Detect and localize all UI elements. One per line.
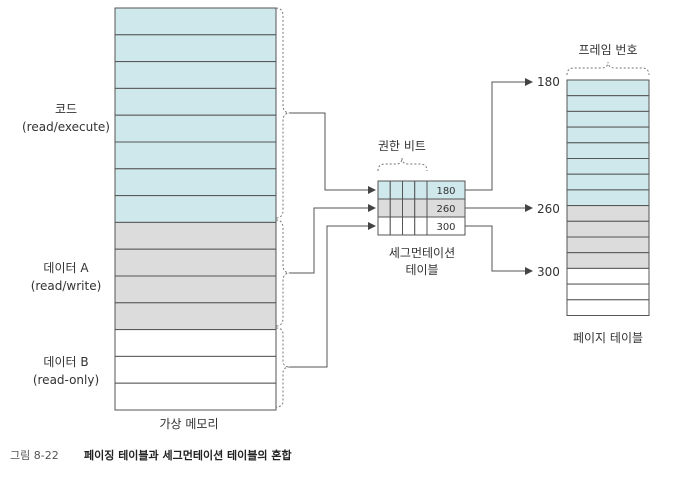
page-table-row-g1-2: [566, 236, 650, 254]
permission-bit-cell: [402, 216, 416, 236]
vm-block-seg1-2: [114, 275, 277, 304]
vm-block-seg0-5: [114, 141, 277, 170]
permission-bits-brace: [377, 157, 428, 172]
vm-block-seg2-0: [114, 329, 277, 357]
permission-bit-cell: [377, 180, 391, 200]
data-b-brace: [275, 327, 291, 408]
vm-block-seg1-0: [114, 221, 277, 250]
vm-block-seg1-3: [114, 302, 277, 331]
frame-marker-300: 300: [537, 265, 560, 279]
segmentation-table-label-line2: 테이블: [405, 263, 438, 277]
data-a-brace: [275, 219, 291, 327]
page-table-row-g2-1: [566, 283, 650, 301]
permission-bit-cell: [414, 180, 428, 200]
vm-block-seg0-2: [114, 61, 277, 89]
arrow-to-300: [465, 225, 533, 275]
code-segment-name: 코드: [55, 102, 77, 116]
code-segment-permission: (read/execute): [22, 120, 110, 134]
vm-block-seg0-6: [114, 168, 277, 197]
data-a-connector: [290, 204, 376, 274]
frame-marker-260: 260: [537, 202, 560, 216]
page-table-row-g0-7: [566, 189, 650, 207]
permission-bit-cell: [389, 180, 403, 200]
vm-block-seg0-1: [114, 34, 277, 63]
page-table-row-g0-3: [566, 126, 650, 144]
permission-bit-cell: [402, 180, 416, 200]
vm-block-seg1-1: [114, 248, 277, 277]
permission-bit-cell: [389, 216, 403, 236]
page-table-row-g0-4: [566, 142, 650, 160]
vm-block-seg2-2: [114, 382, 277, 411]
code-brace: [275, 7, 291, 219]
frame-arrows: [465, 78, 533, 275]
page-table-row-g0-1: [566, 95, 650, 112]
vm-block-seg0-4: [114, 114, 277, 143]
vm-block-seg2-1: [114, 355, 277, 384]
vm-block-seg0-7: [114, 195, 277, 223]
segment-connectors: [290, 112, 376, 368]
segment-frame-value: 180: [436, 186, 455, 197]
permission-bit-cell: [377, 198, 391, 218]
code-connector: [290, 112, 376, 194]
page-table-row-g2-2: [566, 299, 650, 316]
virtual-memory-label: 가상 메모리: [159, 417, 218, 431]
page-table-row-g1-3: [566, 252, 650, 269]
data-a-segment-name: 데이터 A: [43, 261, 89, 275]
page-table-row-g1-0: [566, 205, 650, 222]
page-table-row-g0-0: [566, 79, 650, 97]
vm-block-seg0-3: [114, 87, 277, 116]
page-table-row-g0-6: [566, 173, 650, 191]
data-b-segment-permission: (read-only): [33, 373, 99, 387]
data-a-segment-permission: (read/write): [31, 279, 102, 293]
permission-bit-cell: [402, 198, 416, 218]
arrow-to-180: [465, 78, 533, 191]
permission-bit-cell: [389, 198, 403, 218]
permission-bit-cell: [414, 198, 428, 218]
virtual-memory-column: [114, 7, 277, 411]
segment-frame-value: 260: [436, 204, 455, 215]
page-table-row-g1-1: [566, 220, 650, 238]
page-table-label: 페이지 테이블: [573, 331, 643, 345]
page-table-row-g2-0: [566, 267, 650, 285]
data-b-connector: [290, 222, 376, 368]
data-b-segment-name: 데이터 B: [43, 355, 88, 369]
segmentation-table: 180 260 300: [377, 180, 466, 236]
segmentation-table-label-line1: 세그먼테이션: [389, 246, 455, 260]
permission-bit-cell: [377, 216, 391, 236]
page-table: [566, 79, 650, 316]
permission-bits-label: 권한 비트: [378, 139, 426, 153]
vm-block-seg0-0: [114, 7, 277, 36]
frame-number-label: 프레임 번호: [578, 43, 637, 57]
page-table-row-g0-2: [566, 110, 650, 128]
frame-number-brace: [566, 61, 650, 76]
figure-number: 그림 8-22: [10, 449, 59, 462]
frame-marker-180: 180: [537, 75, 560, 89]
segment-frame-value: 300: [436, 222, 455, 233]
page-table-row-g0-5: [566, 158, 650, 175]
segment-braces: [275, 7, 291, 408]
permission-bit-cell: [414, 216, 428, 236]
figure-title: 페이징 테이블과 세그먼테이션 테이블의 혼합: [84, 448, 292, 462]
